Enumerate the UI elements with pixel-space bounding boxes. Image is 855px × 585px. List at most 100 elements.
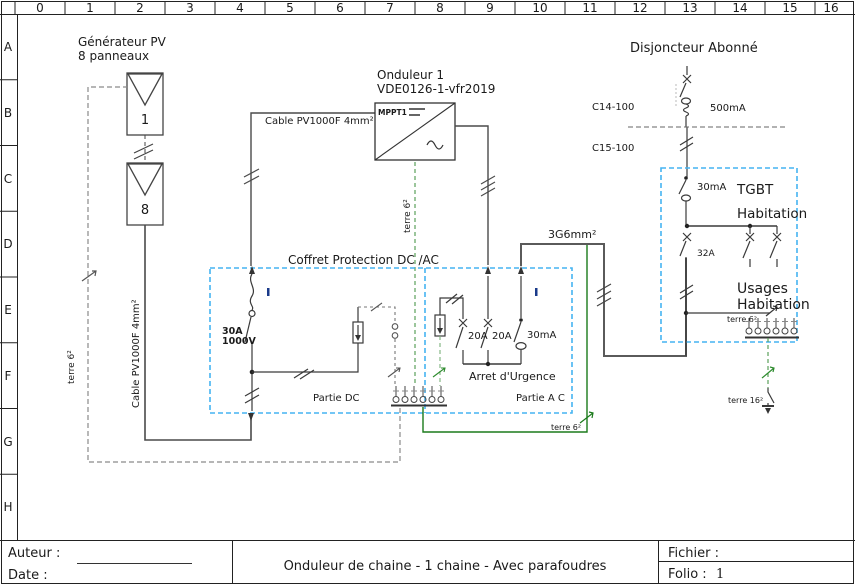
ruler-col: 16	[823, 1, 838, 15]
ruler-col: 3	[186, 1, 194, 15]
coffret-box	[209, 267, 573, 414]
ruler-col: 13	[682, 1, 697, 15]
ruler-col: 7	[386, 1, 394, 15]
ruler-row-labels: A B C D E F G H	[3, 40, 13, 514]
grid-breaker-symbol	[675, 66, 694, 177]
dc-switch-thermal	[249, 273, 255, 311]
tgbt-name: TGBT	[736, 182, 774, 198]
breaker-contact-x	[483, 318, 493, 328]
author-label: Auteur :	[8, 546, 60, 561]
ruler-col: 4	[236, 1, 244, 15]
dc-earth-terminal-strip	[391, 386, 447, 407]
grid-breaker-title: Disjoncteur Abonné	[630, 41, 758, 56]
ruler-col: 14	[732, 1, 747, 15]
inverter-earth-label: terre 6²	[403, 199, 413, 233]
ruler-col: 10	[532, 1, 547, 15]
c15-label: C15-100	[592, 143, 634, 154]
partie-ac-label: Partie A C	[516, 393, 565, 404]
folio-label: Folio :	[668, 567, 707, 582]
coffret-title: Coffret Protection DC /AC	[288, 253, 439, 267]
coffret-dc-part	[244, 273, 364, 411]
component-ref-mark	[267, 288, 270, 296]
dc-switch-blade	[244, 316, 252, 343]
usages-label-line2: Habitation	[737, 297, 810, 313]
pv-string-ellipsis	[133, 135, 154, 163]
coffret-crossing-arrows	[248, 266, 524, 421]
pv-title-line2: 8 panneaux	[78, 49, 149, 63]
sensitivity-label: 500mA	[710, 103, 746, 114]
ruler-row: A	[4, 40, 13, 54]
breaker-contact-x	[682, 74, 692, 84]
frame-earth-label: terre 6²	[67, 350, 77, 384]
dc-switch-rating-v: 1000V	[222, 336, 256, 347]
tgbt-earth6-label: terre 6²	[727, 315, 757, 324]
breaker-contact-x	[458, 318, 468, 328]
tgbt-breaker-label: 32A	[697, 249, 715, 259]
ruler-row: B	[4, 106, 12, 120]
ac-sine-icon	[426, 140, 444, 150]
inverter-name: Onduleur 1	[377, 68, 444, 82]
ruler-col: 11	[582, 1, 597, 15]
frame-earth-loop: terre 6²	[67, 86, 401, 463]
usages-label-line1: Usages	[737, 281, 788, 297]
tgbt-name2: Habitation	[737, 206, 807, 222]
tgbt-main-diff-switch	[678, 176, 692, 226]
coffret-ac-part	[434, 276, 527, 367]
tgbt-departure-breakers	[742, 226, 782, 267]
ac-breaker-right-label: 20A	[492, 331, 512, 342]
c14-label: C14-100	[592, 102, 634, 113]
tgbt-busbar	[684, 223, 777, 229]
tgbt-earth16-label: terre 16²	[728, 396, 763, 405]
dc-symbol-icon	[409, 108, 425, 116]
inverter-symbol: MPPT1	[374, 102, 456, 161]
partie-dc-label: Partie DC	[313, 393, 360, 404]
breaker-contact-x	[682, 232, 692, 242]
pv-panel-8-label: 8	[141, 203, 149, 218]
ac-cable-label: 3G6mm²	[548, 228, 596, 241]
pe-conductor	[422, 244, 594, 433]
inverter-standard: VDE0126-1-vfr2019	[377, 82, 495, 96]
ruler-col: 0	[36, 1, 44, 15]
pv-generator: Générateur PV 8 panneaux 1 8 Cable PV100…	[78, 35, 167, 408]
ruler-col: 2	[136, 1, 144, 15]
dc-switch-rating-a: 30A	[222, 326, 243, 337]
ruler-row: H	[3, 500, 12, 514]
ac-wiring	[455, 125, 496, 265]
pv-cable-label: Cable PV1000F 4mm²	[131, 299, 142, 408]
pv-title-line1: Générateur PV	[78, 35, 167, 49]
emergency-stop-label: Arret d'Urgence	[469, 370, 556, 383]
ac-arrester-earth	[432, 336, 446, 386]
folio-value: 1	[716, 567, 724, 582]
earth-electrode	[761, 338, 775, 414]
ruler-col: 9	[486, 1, 494, 15]
component-ref-mark	[535, 288, 538, 296]
ruler-row: C	[4, 172, 12, 186]
ruler-row: D	[3, 237, 12, 251]
ruler-column-labels: 0 1 2 3 4 5 6 7 8 9 10 11 12 13 14 15 16	[36, 1, 838, 15]
file-label: Fichier :	[668, 546, 719, 561]
inverter-mppt-label: MPPT1	[378, 108, 407, 117]
ruler-row: F	[5, 369, 12, 383]
thermal-element	[682, 103, 690, 117]
dc-arrester-earth-link	[358, 302, 401, 386]
inverter-earth: terre 6²	[403, 162, 416, 386]
dc-cable-label: Cable PV1000F 4mm²	[265, 116, 374, 127]
tgbt-box	[660, 167, 798, 343]
title-block: Auteur : Date : Onduleur de chaine - 1 c…	[8, 540, 853, 584]
ruler-row: G	[3, 435, 12, 449]
ac-differential-label: 30mA	[527, 330, 556, 341]
ruler-col: 12	[632, 1, 647, 15]
ruler-col: 5	[286, 1, 294, 15]
ruler-col: 1	[86, 1, 94, 15]
date-label: Date :	[8, 568, 48, 583]
drawing-title: Onduleur de chaine - 1 chaine - Avec par…	[284, 559, 607, 574]
ruler-col: 6	[336, 1, 344, 15]
ac-breaker-left-label: 20A	[468, 331, 488, 342]
pv-panel-1-label: 1	[141, 113, 149, 128]
ruler-col: 8	[436, 1, 444, 15]
pe-earth-label: terre 6²	[551, 423, 581, 432]
tgbt-breaker-32a	[679, 232, 778, 356]
